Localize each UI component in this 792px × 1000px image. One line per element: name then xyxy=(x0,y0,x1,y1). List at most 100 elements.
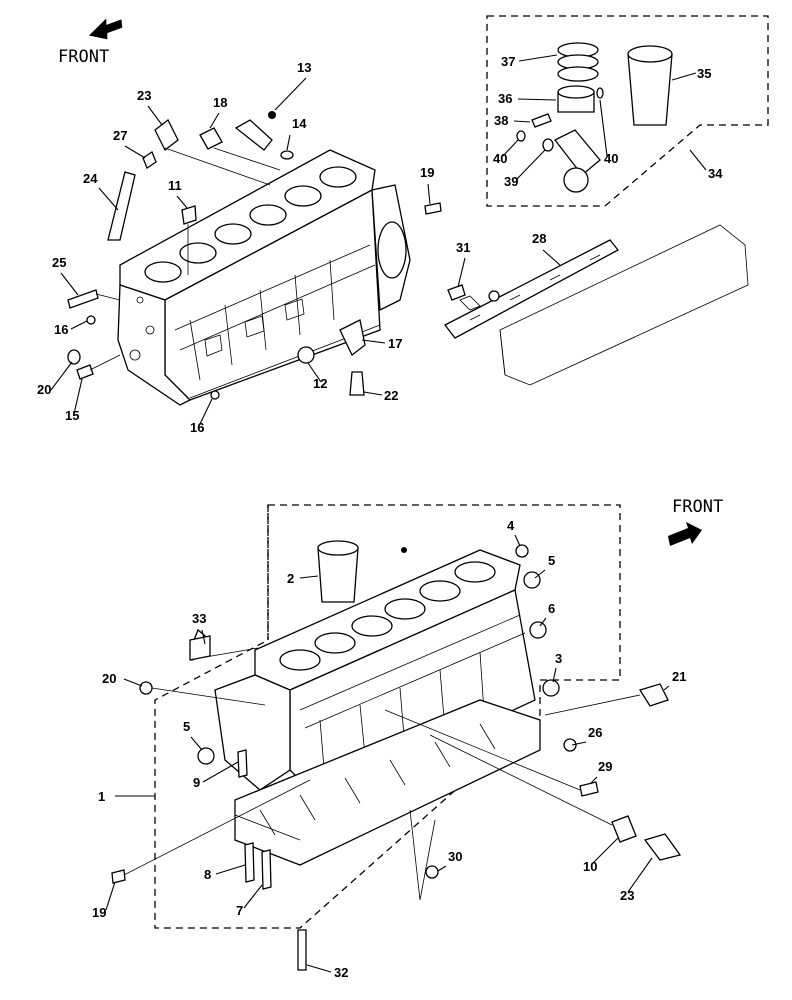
callout-leader-line xyxy=(663,685,670,691)
callout-number-24: 24 xyxy=(83,171,98,186)
callout-leader-line xyxy=(518,54,558,62)
callout-leader-line xyxy=(243,884,263,909)
callout-number-11: 11 xyxy=(168,178,182,193)
callout-leader-line xyxy=(589,776,598,785)
callout-number-28: 28 xyxy=(532,231,546,246)
callout-leader-line xyxy=(299,575,319,579)
callout-number-27: 27 xyxy=(113,128,127,143)
callout-number-32: 32 xyxy=(334,965,348,980)
callout-number-31: 31 xyxy=(456,240,470,255)
camshaft-assembly xyxy=(444,224,749,386)
front-arrow-bottom: FRONT xyxy=(668,497,723,546)
callout-number-16: 16 xyxy=(54,322,68,337)
cylinder-block-top xyxy=(117,149,411,406)
callout-number-13: 13 xyxy=(297,60,311,75)
callout-number-36: 36 xyxy=(498,91,512,106)
callout-number-25: 25 xyxy=(52,255,66,270)
front-arrow-top: FRONT xyxy=(58,18,123,67)
callout-leader-line xyxy=(552,667,557,683)
callout-leader-line xyxy=(534,569,546,579)
callout-leader-line xyxy=(515,149,546,181)
callout-leader-line xyxy=(457,257,466,288)
callout-leader-line xyxy=(202,761,239,783)
callout-number-23: 23 xyxy=(620,888,634,903)
front-label-top: FRONT xyxy=(58,47,109,67)
callout-number-34: 34 xyxy=(708,166,723,181)
callout-number-15: 15 xyxy=(65,408,79,423)
callout-number-9: 9 xyxy=(193,775,200,790)
callout-leader-line xyxy=(201,629,206,645)
callout-number-20: 20 xyxy=(102,671,116,686)
callout-leader-line xyxy=(306,964,332,973)
callout-number-6: 6 xyxy=(548,601,555,616)
callout-leader-line xyxy=(363,391,383,396)
callout-number-35: 35 xyxy=(697,66,711,81)
callout-number-19: 19 xyxy=(420,165,434,180)
callout-leader-line xyxy=(591,837,619,865)
callout-number-19: 19 xyxy=(92,905,106,920)
piston-kit-box xyxy=(486,15,769,207)
callout-number-1: 1 xyxy=(98,789,105,804)
callout-leader-line xyxy=(539,617,547,627)
callout-leader-line xyxy=(124,145,146,159)
callout-leader-line xyxy=(190,736,203,751)
callout-number-14: 14 xyxy=(292,116,307,131)
callout-leader-line xyxy=(50,361,73,391)
callout-leader-line xyxy=(502,139,519,157)
callout-number-39: 39 xyxy=(504,174,518,189)
callout-number-23: 23 xyxy=(137,88,151,103)
callout-leader-line xyxy=(209,112,220,129)
callout-number-26: 26 xyxy=(588,725,602,740)
front-label-bottom: FRONT xyxy=(672,497,723,517)
callout-leader-line xyxy=(307,362,322,383)
callout-leader-line xyxy=(437,865,447,872)
callout-leader-line xyxy=(98,187,119,211)
callout-number-38: 38 xyxy=(494,113,508,128)
callout-leader-line xyxy=(286,134,291,151)
callout-leader-line xyxy=(123,678,143,687)
callout-number-33: 33 xyxy=(192,611,206,626)
callout-number-7: 7 xyxy=(236,903,243,918)
callout-leader-line xyxy=(198,398,213,427)
callout-number-3: 3 xyxy=(555,651,562,666)
callout-leader-line xyxy=(671,72,697,81)
callout-leader-line xyxy=(73,378,83,415)
callout-number-8: 8 xyxy=(204,867,211,882)
callout-leader-line xyxy=(627,857,653,893)
callout-leader-line xyxy=(176,195,188,209)
top-assembly: FRONT xyxy=(37,15,769,435)
callout-leader-line xyxy=(571,741,587,746)
callout-number-18: 18 xyxy=(213,95,227,110)
callout-leader-line xyxy=(147,105,163,126)
callout-number-12: 12 xyxy=(313,376,327,391)
callout-leader-line xyxy=(70,320,88,330)
callout-number-29: 29 xyxy=(598,759,612,774)
callout-number-16: 16 xyxy=(190,420,204,435)
small-parts-bottom xyxy=(111,544,682,971)
callout-leader-line xyxy=(599,99,608,157)
callout-leader-line xyxy=(215,864,246,875)
cylinder-block-bottom xyxy=(214,540,541,866)
callout-leader-line xyxy=(274,77,307,111)
callout-leader-line xyxy=(517,98,557,101)
callout-leader-line xyxy=(513,120,531,123)
callout-leader-line xyxy=(542,249,561,266)
callout-leader-line xyxy=(427,183,431,205)
callout-leader-line xyxy=(514,534,521,547)
callout-number-40: 40 xyxy=(493,151,507,166)
callout-number-5: 5 xyxy=(548,553,555,568)
callout-number-37: 37 xyxy=(501,54,515,69)
callout-leader-line xyxy=(60,272,79,296)
callout-number-17: 17 xyxy=(388,336,402,351)
callout-number-5: 5 xyxy=(183,719,190,734)
callout-number-40: 40 xyxy=(604,151,618,166)
callout-number-30: 30 xyxy=(448,849,462,864)
callout-number-21: 21 xyxy=(672,669,686,684)
bottom-assembly: FRONT xyxy=(92,497,723,980)
callout-leader-line xyxy=(361,339,386,344)
callout-number-2: 2 xyxy=(287,571,294,586)
